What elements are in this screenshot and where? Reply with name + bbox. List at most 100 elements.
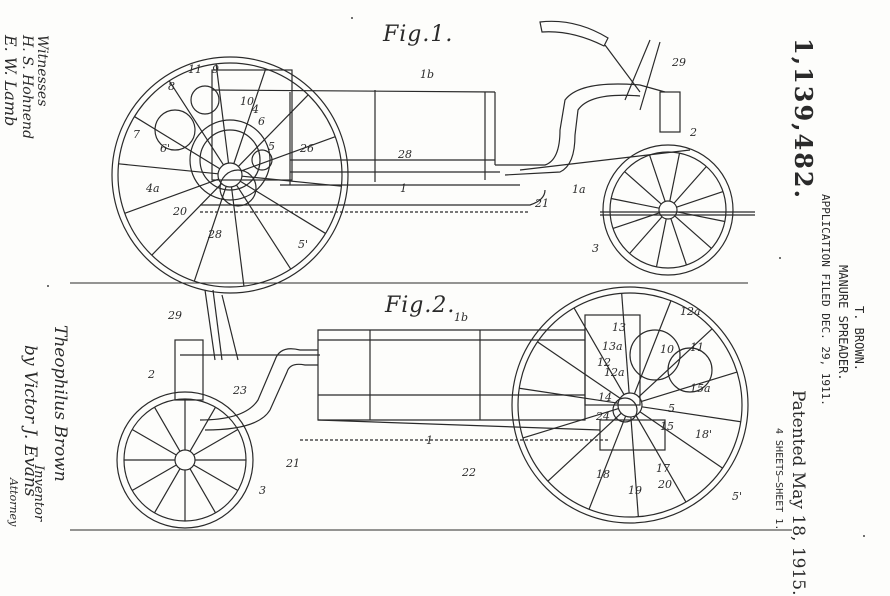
- fig2-reference-label: 12a: [604, 366, 625, 379]
- wheel-spoke: [118, 163, 219, 175]
- fig1-reference-label: 28: [398, 148, 412, 161]
- wheel-spoke: [193, 186, 227, 282]
- fig1-reference-label: 9: [212, 63, 219, 76]
- wheel-spoke: [611, 197, 660, 209]
- fig2-reference-label: 29: [168, 309, 182, 322]
- wheel-spoke: [168, 80, 224, 166]
- fig2-reference-label: 1b: [454, 311, 469, 324]
- wheel-spoke: [241, 136, 336, 172]
- wheel-spoke: [630, 416, 639, 517]
- witnesses-label: Witnesses: [34, 35, 50, 107]
- fig1-reference-label: 1a: [572, 183, 586, 196]
- wheel-spoke: [638, 328, 713, 398]
- patent-title: MANURE SPREADER.: [836, 265, 850, 381]
- fig1-reference-label: 5: [268, 140, 275, 153]
- wheel-spoke: [676, 190, 724, 208]
- wheel-spoke: [131, 464, 177, 492]
- fig1-reference-label: 21: [535, 197, 549, 210]
- fig1-reference-label: 4: [252, 103, 259, 116]
- fig2-title: Fig.2.: [385, 293, 456, 318]
- fig2-reference-label: 5: [668, 402, 675, 415]
- inventor-signature: Theophilus Brown: [50, 325, 70, 482]
- wheel-spoke: [151, 183, 223, 256]
- wheel-spoke: [236, 184, 292, 270]
- fig2-reference-label: 10: [660, 343, 674, 356]
- fig1-reference-label: 20: [173, 205, 187, 218]
- fig1-reference-label: 1: [400, 182, 407, 195]
- fig1-reference-label: 1b: [420, 68, 435, 81]
- wheel-spoke: [641, 406, 741, 423]
- fig2-reference-label: 24: [596, 410, 610, 423]
- witness-signature-2: E. W. Lamb: [1, 35, 20, 127]
- wheel-spoke: [237, 94, 309, 167]
- fig2-reference-label: 15a: [690, 382, 711, 395]
- fig1-reference-label: 8: [168, 80, 175, 93]
- fig2-reference-label: 12: [597, 356, 611, 369]
- fig2-reference-label: 17: [656, 462, 670, 475]
- fig2-reference-label: 12a: [680, 305, 701, 318]
- wheel-spoke: [547, 412, 622, 482]
- fig2-reference-label: 23: [233, 384, 247, 397]
- fig1-drawing: [111, 20, 755, 294]
- wheel-spoke: [537, 341, 621, 399]
- wheel-spoke: [239, 180, 326, 234]
- fig2-reference-label: 2: [148, 368, 155, 381]
- wheel-spoke: [673, 166, 707, 204]
- wheel-spoke: [193, 428, 239, 456]
- fig2-reference-label: 18: [596, 468, 610, 481]
- wheel-spoke: [670, 218, 688, 266]
- wheel-spoke: [193, 464, 239, 492]
- wheel-spoke: [655, 218, 667, 267]
- fig1-reference-label: 5': [298, 238, 309, 251]
- inventor-name: T. BROWN.: [852, 306, 866, 372]
- wheel-spoke: [215, 63, 230, 164]
- wheel-spoke: [648, 154, 666, 202]
- wheel-spoke: [230, 186, 245, 287]
- wheel-spoke: [676, 211, 725, 223]
- fig1-reference-label: 26: [300, 142, 314, 155]
- wheel-spoke: [519, 387, 619, 404]
- fig2-drawing: [116, 286, 749, 529]
- fig1-title: Fig.1.: [383, 22, 454, 47]
- fig1-reference-label: 4a: [146, 182, 160, 195]
- wheel-spoke: [189, 406, 217, 452]
- fig2-reference-label: 11: [690, 341, 704, 354]
- fig2-reference-label: 13a: [602, 340, 623, 353]
- wheel-spoke: [522, 407, 619, 439]
- wheel-spoke: [629, 216, 663, 254]
- fig2-reference-label: 5': [732, 490, 743, 503]
- attorney-signature: by Victor J. Evans: [20, 345, 40, 497]
- fig1-reference-label: 29: [672, 56, 686, 69]
- wheel-spoke: [624, 171, 662, 205]
- witness-signature-1: H. S. Hohnend: [19, 35, 35, 140]
- wheel-spoke: [153, 406, 181, 452]
- fig2-reference-label: 15: [660, 420, 674, 433]
- fig1-reference-label: 6': [160, 142, 171, 155]
- fig2-reference-label: 18': [695, 428, 713, 441]
- wheel-spoke: [635, 415, 687, 503]
- fig2-reference-label: 19: [628, 484, 642, 497]
- fig1-reference-label: 11: [188, 63, 202, 76]
- fig2-reference-label: 20: [658, 478, 672, 491]
- wheel-spoke: [669, 153, 681, 202]
- fig2-reference-label: 21: [286, 457, 300, 470]
- wheel-spoke: [134, 116, 221, 170]
- wheel-spoke: [674, 215, 712, 249]
- fig2-reference-label: 1: [426, 434, 433, 447]
- wheel-spoke: [153, 468, 181, 514]
- wheel-spoke: [641, 371, 738, 403]
- wheel-spoke: [573, 307, 625, 395]
- wheel-spoke: [189, 468, 217, 514]
- wheel-spoke: [639, 411, 723, 469]
- wheel-spoke: [588, 415, 627, 510]
- wheel-spoke: [233, 68, 267, 164]
- patented-date: Patented May 18, 1915.: [788, 390, 808, 596]
- wheel-spoke: [124, 178, 219, 214]
- fig1-reference-label: 6: [258, 115, 265, 128]
- fig2-reference-label: 14: [598, 391, 612, 404]
- patent-number: 1,139,482.: [789, 38, 818, 200]
- attorney-label: Attorney: [7, 478, 20, 527]
- fig2-reference-label: 22: [462, 466, 476, 479]
